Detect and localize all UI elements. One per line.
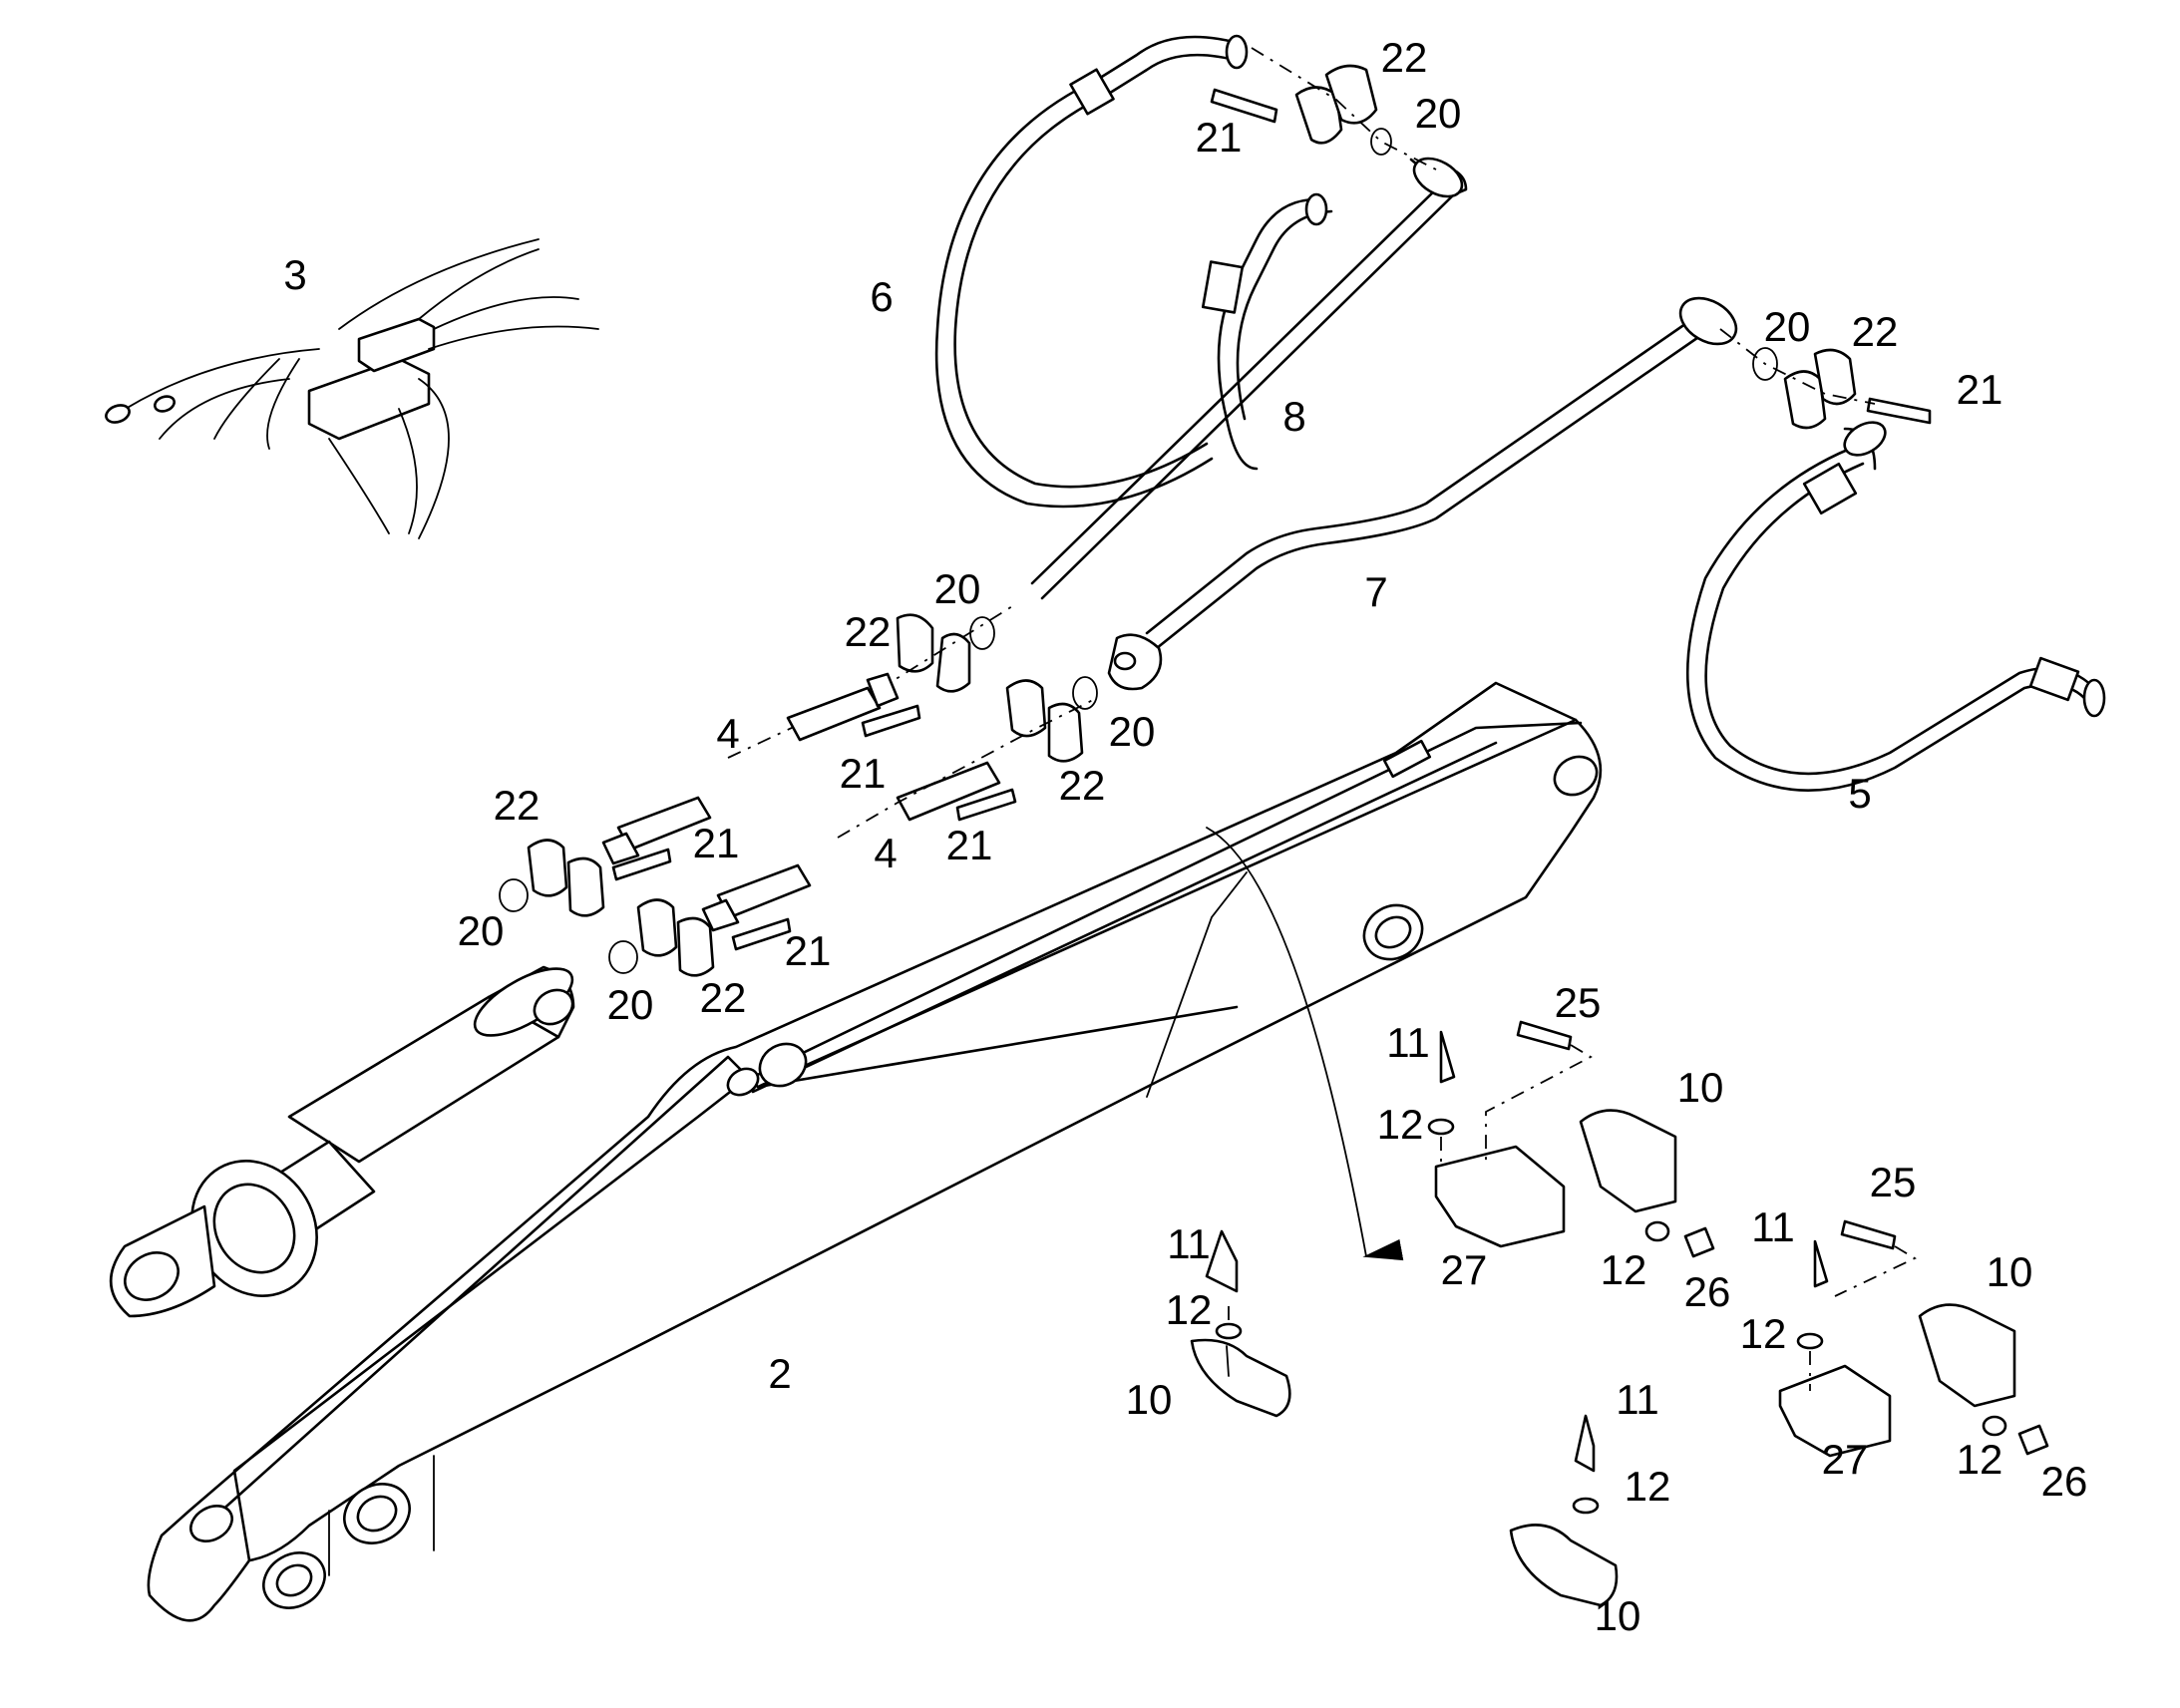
callout-20: 20: [1764, 303, 1811, 350]
callout-10: 10: [1595, 1592, 1641, 1639]
callout-22: 22: [494, 782, 541, 829]
callout-22: 22: [845, 608, 892, 655]
callout-4: 4: [874, 830, 897, 876]
callout-21: 21: [693, 820, 740, 866]
hydraulic-cylinder: [109, 965, 575, 1318]
callout-11: 11: [1751, 1203, 1795, 1250]
callout-21: 21: [1957, 366, 2003, 413]
callout-20: 20: [1109, 708, 1156, 755]
pipe-7: [1107, 296, 1738, 691]
callout-26: 26: [1684, 1268, 1731, 1315]
callout-10: 10: [1677, 1064, 1724, 1111]
flange-clamps: [499, 47, 1932, 977]
callout-10: 10: [1987, 1248, 2033, 1295]
callout-21: 21: [785, 927, 832, 974]
callout-25: 25: [1555, 979, 1602, 1026]
callout-8: 8: [1282, 393, 1305, 440]
callout-11: 11: [1386, 1019, 1430, 1066]
callout-22: 22: [700, 974, 747, 1021]
callout-6: 6: [870, 273, 893, 320]
callout-22: 22: [1059, 762, 1106, 809]
callout-21: 21: [840, 750, 887, 797]
callout-5: 5: [1848, 770, 1871, 817]
boom-arm: [147, 681, 1603, 1622]
callout-12: 12: [1601, 1246, 1647, 1293]
clamp-assemblies: [1190, 1020, 2049, 1607]
callout-3: 3: [283, 251, 306, 298]
callout-12: 12: [1957, 1436, 2003, 1483]
callout-20: 20: [934, 565, 981, 612]
callout-27: 27: [1822, 1436, 1869, 1483]
callout-12: 12: [1166, 1286, 1213, 1333]
callout-10: 10: [1126, 1376, 1173, 1423]
callout-11: 11: [1167, 1220, 1211, 1267]
callout-27: 27: [1441, 1246, 1488, 1293]
callout-11: 11: [1616, 1376, 1659, 1423]
callout-20: 20: [1415, 90, 1462, 137]
callout-25: 25: [1870, 1159, 1917, 1205]
callout-12: 12: [1377, 1101, 1424, 1148]
callout-labels: 22 20 21 3 6 8 20 22 21 7 20 22 4 21 20 …: [283, 34, 2087, 1639]
callout-21: 21: [946, 822, 993, 868]
callout-2: 2: [768, 1350, 791, 1397]
callout-20: 20: [458, 907, 505, 954]
callout-12: 12: [1625, 1463, 1671, 1510]
callout-4: 4: [716, 710, 739, 757]
callout-20: 20: [607, 981, 654, 1028]
callout-26: 26: [2041, 1458, 2088, 1505]
callout-7: 7: [1364, 568, 1387, 615]
valve-block: [105, 238, 599, 539]
hose-5: [1685, 421, 2106, 793]
callout-22: 22: [1852, 308, 1899, 355]
callout-12: 12: [1740, 1310, 1787, 1357]
callout-22: 22: [1381, 34, 1428, 81]
callout-21: 21: [1196, 114, 1243, 161]
hose-6-and-8: [934, 34, 1468, 600]
